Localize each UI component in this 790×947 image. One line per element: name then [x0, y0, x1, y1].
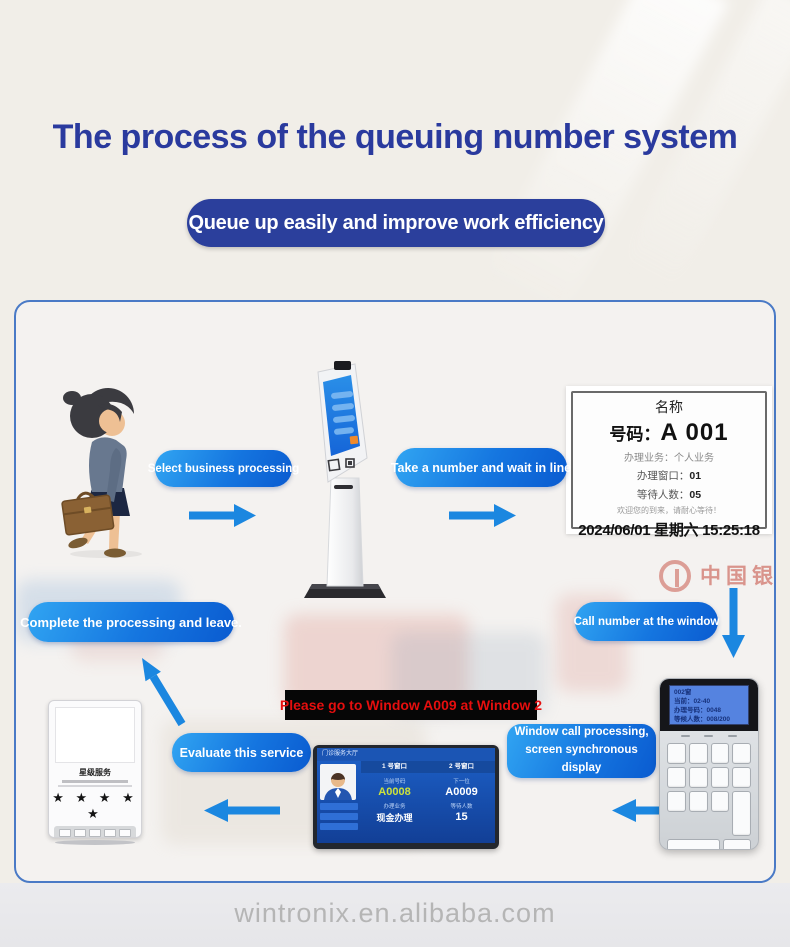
tv-sidebar-row: [320, 813, 358, 820]
arrow-left-icon: [204, 799, 280, 822]
keypad-button: [667, 743, 686, 764]
evaluator-stars: ★ ★ ★ ★ ★: [52, 789, 138, 821]
tv-sidebar-row: [320, 823, 358, 830]
label-evaluate-service: Evaluate this service: [172, 733, 311, 772]
teller-avatar: [320, 764, 356, 800]
tv-current-number: A0008: [378, 786, 411, 798]
keypad-buttons: [660, 741, 758, 836]
keypad-button: [732, 767, 751, 788]
tv-waiting-value: 15: [455, 811, 468, 823]
page-title: The process of the queuing number system: [52, 118, 738, 156]
keypad-button: [688, 767, 708, 788]
walking-woman-illustration: [54, 386, 152, 560]
evaluator-subtitle-bar: [58, 784, 132, 787]
keypad-button-wide: [667, 839, 721, 849]
keypad-button-tall: [732, 791, 751, 836]
evaluator-subtitle-bar: [62, 780, 128, 783]
tv-window1-header: 1 号窗口: [382, 763, 407, 770]
keypad-button: [710, 743, 730, 764]
evaluator-button-row: [54, 825, 136, 837]
evaluator-title: 星级服务: [79, 768, 111, 777]
evaluator-screen: [55, 707, 135, 763]
ticket-business-line: 办理业务：个人业务: [624, 453, 714, 464]
tv-sidebar-row: [320, 803, 358, 810]
ticket-number: 号码：A 001: [609, 419, 729, 446]
arrow-down-icon: [722, 588, 745, 658]
tv-sidebar: [317, 761, 361, 843]
keypad-button: [688, 743, 708, 764]
keypad-button: [667, 791, 686, 812]
evaluator-base: [55, 840, 135, 845]
ticket-waiting-line: 等待人数：05: [636, 489, 702, 501]
subtitle-banner: Queue up easily and improve work efficie…: [187, 199, 605, 247]
keypad-button: [710, 791, 730, 812]
tv-header-text: 门诊服务大厅: [317, 748, 495, 761]
arrow-right-icon: [189, 504, 256, 527]
keypad-button: [667, 767, 686, 788]
tv-business-value: 现金办理: [376, 813, 413, 823]
tv-waiting-label: 等待人数: [450, 804, 473, 810]
tv-window2-header: 2 号窗口: [449, 763, 474, 770]
service-evaluator-device: 星级服务 ★ ★ ★ ★ ★: [48, 700, 142, 847]
bank-logo-text: 中国银行: [700, 565, 776, 588]
label-complete-leave: Complete the processing and leave.: [20, 602, 242, 642]
queue-ticket: 名称 号码：A 001 办理业务：个人业务 办理窗口：01 等待人数：05 欢迎…: [566, 386, 772, 539]
arrow-up-left-icon: [130, 646, 192, 728]
teller-keypad-device: 002窗 当前：02-40 办理号码：0048 等候人数：008/200: [659, 678, 759, 850]
label-select-business: Select business processing: [148, 450, 299, 487]
tv-next-number: A0009: [445, 786, 478, 798]
bank-logo-hint: [659, 560, 691, 592]
call-display-screen: 门诊服务大厅: [313, 745, 499, 849]
keypad-legend: [660, 731, 758, 741]
label-window-call: Window call processing, screen synchrono…: [507, 724, 656, 778]
ticket-welcome-line: 欢迎您的到来，请耐心等待！: [617, 506, 721, 515]
ticket-name-label: 名称: [655, 399, 683, 415]
bottom-zone: [0, 883, 790, 947]
tv-business-label: 办理业务: [383, 804, 406, 810]
call-alert-banner: Please go to Window A009 at Window 2: [280, 690, 542, 720]
ticket-window-line: 办理窗口：01: [636, 470, 702, 482]
label-call-number: Call number at the window: [574, 602, 719, 641]
label-take-number: Take a number and wait in line: [391, 448, 571, 487]
keypad-lcd: 002窗 当前：02-40 办理号码：0048 等候人数：008/200: [669, 685, 749, 725]
arrow-right-icon: [449, 504, 516, 527]
ticket-datetime: 2024/06/01 星期六 15:25:18: [578, 522, 760, 539]
keypad-bottom-row: [660, 836, 758, 849]
keypad-button: [710, 767, 730, 788]
keypad-button: [732, 743, 751, 764]
keypad-button: [723, 839, 751, 849]
keypad-button: [688, 791, 708, 812]
tv-next-label: 下一位: [453, 779, 470, 785]
ticket-kiosk-illustration: [298, 360, 392, 602]
tv-current-label: 当前号码: [383, 779, 406, 785]
watermark-text: wintronix.en.alibaba.com: [234, 898, 556, 928]
arrow-left-icon: [612, 799, 670, 822]
